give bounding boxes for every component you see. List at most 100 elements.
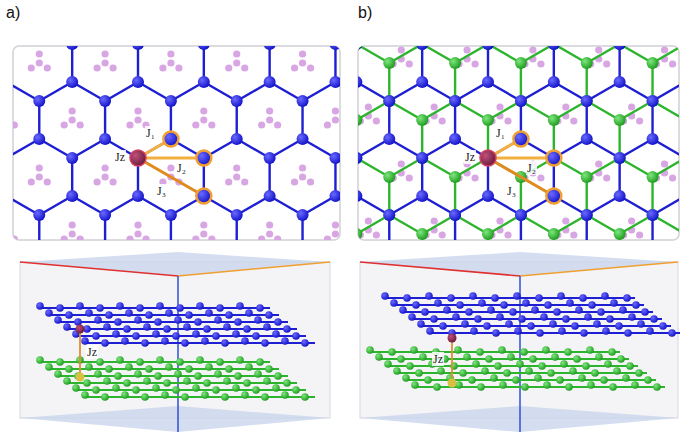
ion-dot: [603, 60, 610, 67]
ion-dot: [324, 121, 331, 128]
central-site: [448, 334, 457, 343]
chain-site: [301, 339, 309, 347]
chain-site: [201, 391, 209, 399]
chain-site: [101, 339, 109, 347]
lattice-site: [581, 95, 593, 107]
ion-dot: [36, 50, 43, 57]
chain-site: [63, 323, 71, 331]
lattice-site: [515, 95, 527, 107]
ion-dot: [175, 64, 182, 71]
ion-dot: [274, 121, 281, 128]
ion-dot: [439, 231, 446, 238]
ion-dot: [61, 235, 68, 240]
chain-site: [241, 337, 249, 345]
lattice-site: [581, 95, 593, 107]
lattice-site: [581, 209, 593, 221]
chain-site: [185, 311, 193, 319]
chain-site: [452, 313, 460, 321]
chain-site: [176, 304, 184, 312]
ion-dot: [44, 178, 51, 185]
chain-site: [556, 376, 564, 384]
chain-site: [36, 356, 44, 364]
ion-dot: [373, 117, 380, 124]
chain-bond: [49, 368, 279, 370]
ion-dot: [241, 178, 248, 185]
ion-dot: [365, 217, 372, 224]
coupling-label: J₁: [145, 126, 156, 140]
chain-site: [557, 292, 565, 300]
chain-bond: [370, 351, 620, 353]
lattice-site: [132, 190, 144, 202]
chain-site: [274, 372, 282, 380]
chain-site: [575, 306, 583, 314]
chain-site: [580, 329, 588, 337]
chain-site: [236, 302, 244, 310]
chain-site: [415, 369, 423, 377]
lattice-bond: [599, 135, 632, 154]
chain-site: [143, 377, 151, 385]
chain-site: [613, 367, 621, 375]
chain-site: [112, 384, 120, 392]
ion-dot: [628, 103, 635, 110]
lattice-site: [264, 46, 276, 50]
lattice-site: [614, 46, 626, 50]
chain-site: [141, 339, 149, 347]
chain-site: [223, 323, 231, 331]
chain-site: [245, 363, 253, 371]
chain-site: [245, 309, 253, 317]
chain-site: [263, 377, 271, 385]
ion-dot: [13, 235, 18, 240]
ion-dot: [126, 235, 133, 240]
chain-site: [36, 302, 44, 310]
chain-site: [461, 320, 469, 328]
lattice-bond: [368, 78, 401, 97]
chain-site: [212, 332, 220, 340]
chain-site: [535, 294, 543, 302]
lattice-site: [647, 171, 659, 183]
ion-dot: [537, 174, 544, 181]
lattice-bond: [632, 78, 665, 97]
lattice-bond: [566, 192, 599, 211]
chain-site: [283, 379, 291, 387]
lattice-site: [33, 133, 45, 145]
chain-site: [637, 320, 645, 328]
ion-dot: [365, 103, 372, 110]
coupling-label: J₂: [176, 161, 187, 175]
lattice-site: [132, 76, 144, 88]
ion-dot: [496, 103, 503, 110]
coupling-label: J₂: [526, 161, 537, 175]
coupling-label: J₁: [495, 126, 506, 140]
chain-site: [234, 318, 242, 326]
chain-site: [503, 369, 511, 377]
lattice-site: [647, 209, 659, 221]
chain-site: [602, 327, 610, 335]
chain-site: [281, 391, 289, 399]
chain-bond: [388, 365, 638, 367]
ion-dot: [159, 64, 166, 71]
lattice-site: [99, 133, 111, 145]
lattice-site: [329, 46, 340, 50]
chain-site: [403, 294, 411, 302]
chain-site: [256, 358, 264, 366]
lattice-site: [515, 209, 527, 221]
chain-site: [421, 308, 429, 316]
chain-site: [125, 309, 133, 317]
ion-dot: [471, 174, 478, 181]
ion-dot: [669, 174, 676, 181]
chain-site: [136, 358, 144, 366]
lattice-site: [358, 152, 362, 164]
coupling-label: Jz: [114, 150, 126, 164]
chain-site: [261, 393, 269, 401]
chain-site: [156, 302, 164, 310]
chain-bond: [394, 304, 644, 306]
ion-dot: [192, 121, 199, 128]
lattice-site: [264, 76, 276, 88]
lattice-site: [515, 95, 527, 107]
ion-dot: [562, 103, 569, 110]
chain-site: [163, 379, 171, 387]
chain-site: [399, 306, 407, 314]
chain-site: [507, 353, 515, 361]
chain-site: [96, 304, 104, 312]
chain-site: [105, 365, 113, 373]
chain-site: [623, 294, 631, 302]
